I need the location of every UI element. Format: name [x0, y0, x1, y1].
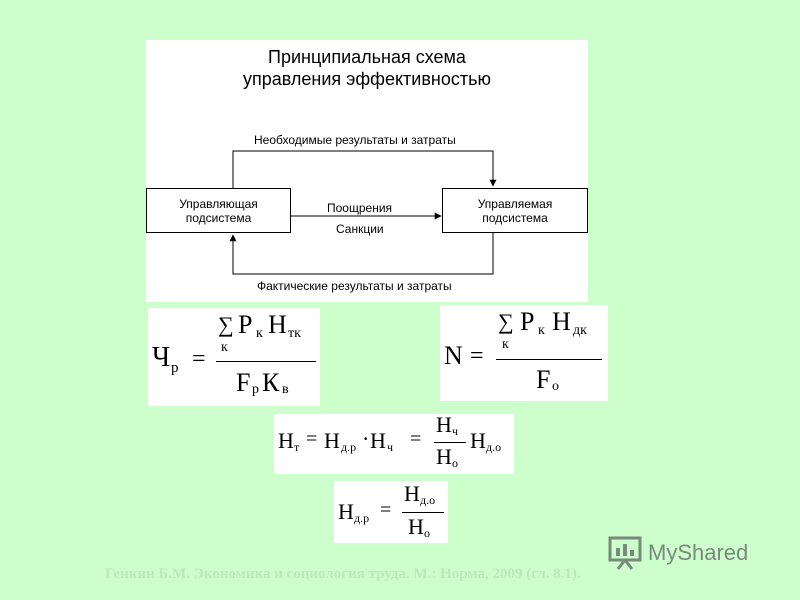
- f4-lhs-sub: д.р: [354, 511, 370, 525]
- box-right-line1: Управляемая: [477, 196, 553, 211]
- f2-den-f: F: [536, 365, 551, 394]
- bottom-arrow: [229, 233, 494, 275]
- f2-num-p: Р: [520, 307, 535, 336]
- f1-lhs: Ч: [152, 342, 171, 373]
- formula-dr-norm: Н д.р = Н д.о Н о: [334, 481, 448, 543]
- f1-den-f: F: [236, 368, 251, 397]
- f3-h3: Н: [370, 428, 386, 453]
- diagram-title-line2: управления эффективностью: [242, 69, 491, 89]
- middle-label-top: Поощрения: [327, 201, 393, 215]
- f2-num-p-sub: к: [538, 323, 545, 338]
- f1-den-f-sub: р: [252, 382, 259, 397]
- f3-fraction-bar: [434, 442, 466, 443]
- f3-dot: ·: [362, 426, 370, 451]
- f2-sum: ∑: [498, 309, 514, 334]
- f3-eq1: =: [306, 428, 318, 450]
- presentation-board-icon: [608, 536, 642, 570]
- source-reference: Генкин Б.М. Экономика и социология труда…: [105, 566, 581, 582]
- formula-labor-intensity: Ч р = ∑ к Р к Н тк F р К в: [148, 308, 320, 406]
- f1-num-p: Р: [238, 310, 253, 339]
- f2-num-h: Н: [552, 307, 571, 336]
- f1-sum-sub: к: [221, 340, 228, 355]
- efficiency-diagram: Принципиальная схема управления эффектив…: [146, 40, 588, 302]
- f3-h1: Н: [278, 428, 294, 453]
- f4-eq: =: [380, 499, 392, 521]
- f2-lhs: N: [444, 341, 463, 370]
- f1-num-h-sub: тк: [288, 326, 301, 341]
- formula-headcount: N = ∑ к Р к Н дк F о: [440, 305, 608, 401]
- f3-h4: Н: [470, 428, 486, 453]
- f3-frac-den: Н: [436, 444, 452, 469]
- f3-frac-num-sub: ч: [452, 424, 459, 438]
- f3-eq2: =: [410, 428, 422, 450]
- box-left-line1: Управляющая: [179, 196, 258, 211]
- f4-lhs: Н: [338, 499, 354, 524]
- bottom-arrow-label: Фактические результаты и затраты: [257, 279, 452, 293]
- controlled-subsystem-box: Управляемая подсистема: [442, 188, 588, 233]
- formula-time-norm: Н т = Н д.р · Н ч = Н ч Н о Н д.о: [274, 412, 514, 474]
- f3-h4-sub: д.о: [486, 440, 502, 454]
- f1-lhs-sub: р: [171, 360, 179, 376]
- f3-h2-sub: д.р: [341, 440, 357, 454]
- f4-frac-den: Н: [408, 514, 424, 539]
- myshared-watermark: MyShared: [608, 536, 748, 570]
- f3-frac-den-sub: о: [452, 456, 458, 470]
- f1-fraction-bar: [216, 361, 316, 362]
- top-arrow-label: Необходимые результаты и затраты: [254, 133, 456, 147]
- f1-num-p-sub: к: [256, 326, 263, 341]
- f3-h2: Н: [324, 428, 340, 453]
- f1-den-k: К: [262, 368, 280, 397]
- f3-h3-sub: ч: [387, 440, 394, 454]
- top-arrow: [232, 150, 497, 188]
- middle-label-bottom: Санкции: [336, 222, 384, 236]
- diagram-connectors: [229, 150, 497, 275]
- f2-sum-sub: к: [502, 337, 509, 352]
- f1-num-h: Н: [268, 310, 287, 339]
- watermark-text: MyShared: [648, 540, 749, 565]
- f3-frac-num: Н: [436, 412, 452, 437]
- f4-frac-den-sub: о: [424, 526, 430, 540]
- f4-frac-num: Н: [404, 481, 420, 506]
- f2-den-f-sub: о: [552, 379, 559, 394]
- diagram-title-line1: Принципиальная схема: [268, 47, 466, 67]
- f1-den-k-sub: в: [282, 382, 289, 397]
- f2-eq: =: [470, 343, 484, 369]
- f4-fraction-bar: [402, 512, 444, 513]
- f4-frac-num-sub: д.о: [420, 493, 436, 507]
- box-right-line2: подсистема: [482, 210, 548, 225]
- controlling-subsystem-box: Управляющая подсистема: [146, 188, 291, 233]
- f1-sum: ∑: [218, 312, 234, 337]
- f2-num-h-sub: дк: [573, 323, 587, 338]
- f3-h1-sub: т: [294, 440, 300, 454]
- box-left-line2: подсистема: [185, 210, 252, 225]
- f2-fraction-bar: [496, 359, 602, 360]
- f1-eq: =: [192, 346, 206, 372]
